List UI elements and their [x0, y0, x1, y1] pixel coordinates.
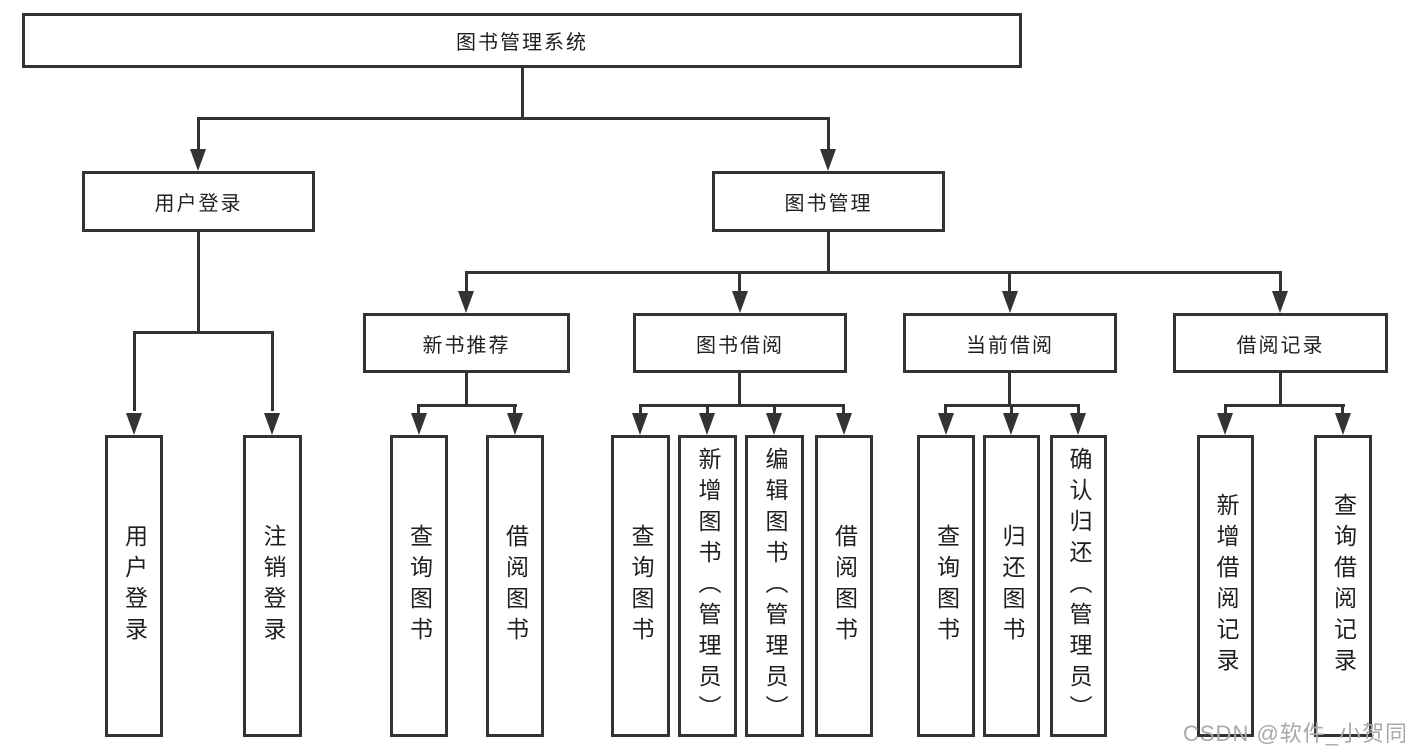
connector-drop-current-borrowing [1008, 271, 1011, 293]
node-book-management-label: 图书管理 [784, 193, 873, 215]
node-root-label: 图书管理系统 [456, 32, 588, 54]
arrowhead-add-books-icon [699, 413, 715, 435]
node-current-borrowing: 当前借阅 [903, 313, 1117, 373]
connector-book-management-bar [465, 271, 1282, 274]
connector-drop-borrowing-records [1279, 271, 1282, 293]
node-user-login-label: 用户登录 [154, 193, 243, 215]
leaf-edit-books-admin: 编辑图书（管理员） [745, 435, 804, 737]
leaf-borrowing-query-books: 查询图书 [611, 435, 670, 737]
connector-drop-book-management [827, 117, 830, 151]
leaf-confirm-return-admin-label: 确认归还（管理员） [1066, 446, 1092, 726]
connector-root-stem [521, 68, 524, 120]
connector-user-login-bar [133, 331, 273, 334]
leaf-add-books-admin: 新增图书（管理员） [678, 435, 737, 737]
leaf-recommend-borrow-books: 借阅图书 [486, 435, 544, 737]
csdn-watermark: CSDN @软件_小贺同学 [1183, 721, 1405, 746]
leaf-add-borrow-record: 新增借阅记录 [1197, 435, 1254, 737]
leaf-recommend-query-books-label: 查询图书 [406, 524, 433, 648]
connector-drop-edit-books [773, 404, 776, 414]
leaf-user-login-label: 用户登录 [121, 524, 148, 648]
leaf-return-books: 归还图书 [983, 435, 1040, 737]
arrowhead-current-query-icon [938, 413, 954, 435]
arrowhead-borrowing-records-icon [1272, 291, 1288, 313]
leaf-edit-books-admin-label: 编辑图书（管理员） [762, 446, 788, 726]
arrowhead-leaf-user-login-icon [126, 413, 142, 435]
node-borrowing-records: 借阅记录 [1173, 313, 1388, 373]
arrowhead-borrowing-query-icon [632, 413, 648, 435]
connector-drop-return-books [1010, 404, 1013, 414]
arrowhead-confirm-return-icon [1070, 413, 1086, 435]
connector-drop-leaf-logout [271, 331, 274, 411]
connector-drop-confirm-return [1077, 404, 1080, 414]
arrowhead-current-borrowing-icon [1002, 291, 1018, 313]
leaf-borrowing-query-books-label: 查询图书 [628, 524, 654, 648]
connector-drop-query-record [1341, 404, 1344, 414]
connector-new-book-recommend-bar [417, 404, 517, 407]
connector-current-borrowing-stem [1008, 373, 1011, 407]
connector-drop-book-borrowing [738, 271, 741, 293]
node-root: 图书管理系统 [22, 13, 1022, 68]
arrowhead-return-books-icon [1003, 413, 1019, 435]
leaf-borrowing-borrow-books-label: 借阅图书 [831, 524, 858, 648]
node-user-login: 用户登录 [82, 171, 315, 232]
arrowhead-new-book-recommend-icon [458, 291, 474, 313]
arrowhead-add-record-icon [1217, 413, 1233, 435]
leaf-user-login: 用户登录 [105, 435, 163, 737]
connector-drop-add-books [706, 404, 709, 414]
node-current-borrowing-label: 当前借阅 [966, 334, 1054, 357]
leaf-query-borrow-record: 查询借阅记录 [1314, 435, 1372, 737]
leaf-confirm-return-admin: 确认归还（管理员） [1050, 435, 1107, 737]
connector-book-management-stem [827, 232, 830, 274]
connector-root-bar [197, 117, 830, 120]
arrowhead-leaf-logout-icon [264, 413, 280, 435]
arrowhead-book-borrowing-icon [732, 291, 748, 313]
connector-drop-borrowing-query [639, 404, 642, 414]
leaf-recommend-query-books: 查询图书 [390, 435, 448, 737]
leaf-return-books-label: 归还图书 [999, 524, 1025, 648]
arrowhead-recommend-borrow-icon [507, 413, 523, 435]
connector-drop-new-book-recommend [465, 271, 468, 293]
node-book-borrowing: 图书借阅 [633, 313, 847, 373]
node-book-management: 图书管理 [712, 171, 945, 232]
connector-drop-recommend-borrow [513, 404, 516, 414]
connector-borrowing-records-bar [1224, 404, 1345, 407]
leaf-query-borrow-record-label: 查询借阅记录 [1330, 493, 1357, 679]
connector-drop-current-query [944, 404, 947, 414]
arrowhead-book-management-icon [820, 149, 836, 171]
connector-drop-add-record [1224, 404, 1227, 414]
arrowhead-query-record-icon [1335, 413, 1351, 435]
leaf-add-borrow-record-label: 新增借阅记录 [1213, 493, 1239, 679]
leaf-recommend-borrow-books-label: 借阅图书 [502, 524, 529, 648]
leaf-current-query-books: 查询图书 [917, 435, 975, 737]
arrowhead-user-login-icon [190, 149, 206, 171]
arrowhead-recommend-query-icon [411, 413, 427, 435]
node-borrowing-records-label: 借阅记录 [1236, 334, 1325, 357]
leaf-current-query-books-label: 查询图书 [933, 524, 960, 648]
connector-drop-leaf-user-login [133, 331, 136, 411]
arrowhead-edit-books-icon [766, 413, 782, 435]
node-new-book-recommend: 新书推荐 [363, 313, 570, 373]
leaf-borrowing-borrow-books: 借阅图书 [815, 435, 873, 737]
connector-book-borrowing-bar [639, 404, 845, 407]
connector-drop-recommend-query [417, 404, 420, 414]
connector-borrowing-records-stem [1279, 373, 1282, 407]
node-book-borrowing-label: 图书借阅 [696, 334, 784, 357]
leaf-logout: 注销登录 [243, 435, 302, 737]
arrowhead-borrowing-borrow-icon [836, 413, 852, 435]
leaf-add-books-admin-label: 新增图书（管理员） [695, 446, 721, 726]
node-new-book-recommend-label: 新书推荐 [422, 334, 511, 357]
connector-user-login-stem [197, 232, 200, 334]
leaf-logout-label: 注销登录 [260, 524, 286, 648]
connector-book-borrowing-stem [738, 373, 741, 407]
connector-drop-borrowing-borrow [842, 404, 845, 414]
connector-new-book-recommend-stem [465, 373, 468, 407]
connector-drop-user-login [197, 117, 200, 151]
